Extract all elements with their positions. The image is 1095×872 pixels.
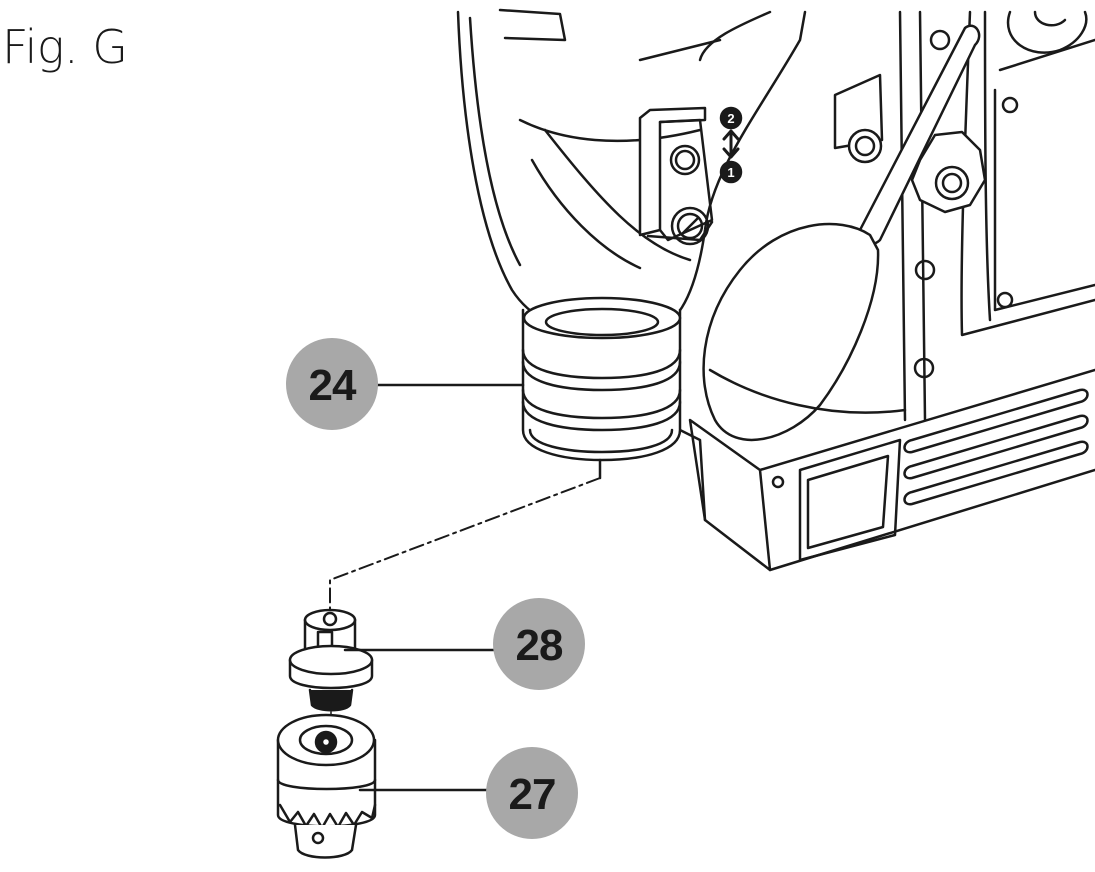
lever-arm xyxy=(702,24,981,442)
center-axis-line xyxy=(329,477,601,613)
marker-top-label: 2 xyxy=(727,111,734,126)
callout-28-label: 28 xyxy=(516,621,563,670)
latch-bracket xyxy=(638,106,714,246)
direction-marker: 2 1 xyxy=(719,106,743,184)
spindle xyxy=(521,296,682,480)
callout-27-label: 27 xyxy=(509,770,556,819)
marker-bottom-label: 1 xyxy=(727,165,734,180)
chuck xyxy=(276,713,377,859)
callout-24-label: 24 xyxy=(309,361,357,410)
marker-2-icon xyxy=(719,106,743,130)
callout-24: 24 xyxy=(286,338,378,430)
figure-title: Fig. G xyxy=(2,20,128,74)
magnetic-base xyxy=(678,368,1095,572)
adapter xyxy=(288,608,374,736)
marker-1-icon xyxy=(719,160,743,184)
feed-knob xyxy=(847,128,987,214)
callout-28: 28 xyxy=(493,598,585,690)
callout-27: 27 xyxy=(486,747,578,839)
column-frame xyxy=(833,10,1095,422)
